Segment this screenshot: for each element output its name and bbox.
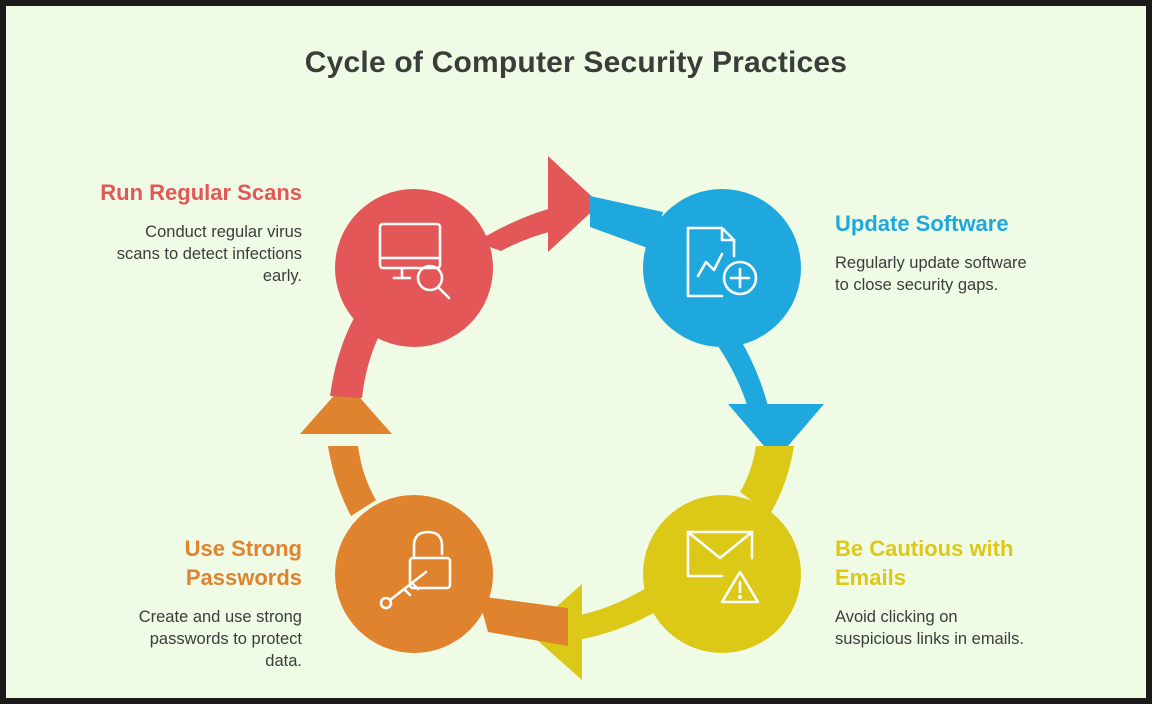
monitor-search-icon — [378, 222, 451, 300]
step-description: Avoid clicking on suspicious links in em… — [835, 608, 1024, 648]
step-heading: Use Strong Passwords — [184, 536, 302, 590]
mail-warning-icon — [686, 530, 760, 604]
step-heading: Run Regular Scans — [100, 180, 302, 205]
step-heading: Be Cautious with Emails — [835, 536, 1014, 590]
update-software-circle — [643, 189, 801, 347]
unlock-key-icon — [379, 530, 452, 610]
step-description: Conduct regular virus scans to detect in… — [116, 223, 302, 285]
arrow-orange-to-red — [300, 318, 392, 516]
diagram-canvas: Cycle of Computer Security Practices — [6, 6, 1146, 698]
step-heading: Update Software — [835, 211, 1009, 236]
strong-passwords-circle — [335, 495, 493, 653]
arrow-red-to-blue — [476, 156, 663, 252]
step-run-scans: Run Regular Scans Conduct regular virus … — [66, 178, 302, 287]
page-title: Cycle of Computer Security Practices — [304, 46, 848, 79]
cycle-diagram — [300, 156, 824, 680]
arrow-blue-to-yellow — [718, 332, 824, 514]
step-description: Regularly update software to close secur… — [835, 254, 1027, 294]
step-cautious-emails: Be Cautious with Emails Avoid clicking o… — [835, 534, 1095, 650]
step-update-software: Update Software Regularly update softwar… — [835, 209, 1095, 296]
arrow-yellow-to-orange — [478, 584, 666, 680]
step-description: Create and use strong passwords to prote… — [138, 608, 302, 670]
step-strong-passwords: Use Strong Passwords Create and use stro… — [66, 534, 302, 672]
cautious-emails-circle — [643, 495, 801, 653]
document-add-icon — [686, 226, 758, 298]
